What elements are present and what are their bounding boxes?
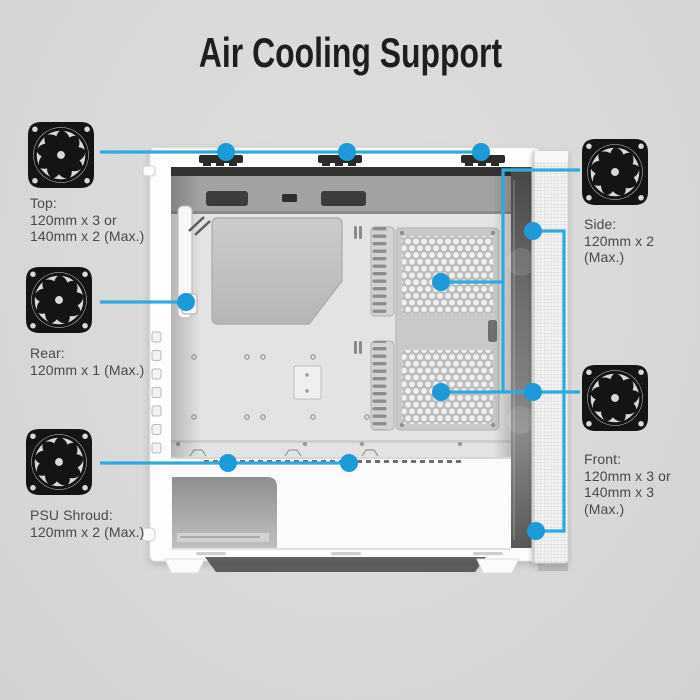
fan-icon-side	[582, 139, 649, 206]
psu-mount-dot	[219, 454, 237, 472]
psu-shroud-window	[172, 477, 277, 548]
label-side-name: Side:	[584, 216, 617, 232]
rear-knob	[141, 527, 156, 542]
case-interior	[171, 167, 511, 457]
hex-vent-panel	[395, 227, 500, 431]
top-mount-dot	[472, 143, 490, 161]
cable-slot-columns	[370, 226, 395, 431]
fan-icon-front	[582, 365, 649, 432]
thumbscrew-tab	[142, 165, 156, 177]
psu-mount-dot	[340, 454, 358, 472]
side-mount-dot	[432, 383, 450, 401]
rear-mount-dot	[177, 293, 195, 311]
label-top-spec2: 140mm x 2 (Max.)	[30, 228, 145, 244]
label-psu-shroud: PSU Shroud: 120mm x 2 (Max.)	[30, 507, 144, 540]
label-side: Side: 120mm x 2 (Max.)	[584, 216, 654, 266]
top-mount-dot	[217, 143, 235, 161]
cpu-cutout	[211, 217, 343, 325]
label-psu-name: PSU Shroud:	[30, 507, 113, 523]
vent-slits	[354, 226, 362, 354]
page-title-text: Air Cooling Support	[198, 29, 502, 76]
annotation-lines	[100, 150, 580, 533]
label-front: Front: 120mm x 3 or 140mm x 3 (Max.)	[584, 451, 671, 517]
front-bracket-line	[533, 229, 566, 533]
label-rear: Rear: 120mm x 1 (Max.)	[30, 345, 144, 378]
psu-shroud	[171, 457, 511, 556]
label-top: Top: 120mm x 3 or 140mm x 2 (Max.)	[30, 195, 144, 245]
fan-icon-psu-shroud	[26, 429, 93, 496]
front-fan-cavity	[507, 167, 535, 548]
label-front-name: Front:	[584, 451, 622, 467]
label-side-spec2: (Max.)	[584, 249, 625, 265]
label-side-spec1: 120mm x 2	[584, 232, 655, 249]
label-front-spec1: 120mm x 3 or	[584, 467, 671, 484]
top-mount-dot	[338, 143, 356, 161]
front-mount-dot	[527, 522, 545, 540]
case-feet	[164, 557, 568, 574]
label-top-name: Top:	[30, 195, 57, 211]
side-mount-dot	[432, 273, 450, 291]
mount-point-dots	[177, 143, 545, 540]
fan-icon-rear	[26, 267, 93, 334]
side-leader-line	[501, 168, 580, 392]
label-psu-spec1: 120mm x 2 (Max.)	[30, 523, 145, 540]
label-rear-spec1: 120mm x 1 (Max.)	[30, 361, 145, 378]
label-rear-name: Rear:	[30, 345, 65, 361]
front-mount-dot	[524, 222, 542, 240]
front-mesh-panel	[531, 150, 569, 564]
label-front-spec3: (Max.)	[584, 500, 625, 517]
bottom-vents	[196, 552, 503, 556]
page-title: Air Cooling Support	[0, 30, 700, 76]
fan-icon-top	[28, 122, 95, 189]
pci-slot-covers	[151, 331, 162, 454]
front-mount-dot	[524, 383, 542, 401]
label-top-spec1: 120mm x 3 or	[30, 211, 117, 228]
label-front-spec2: 140mm x 3	[584, 484, 655, 500]
